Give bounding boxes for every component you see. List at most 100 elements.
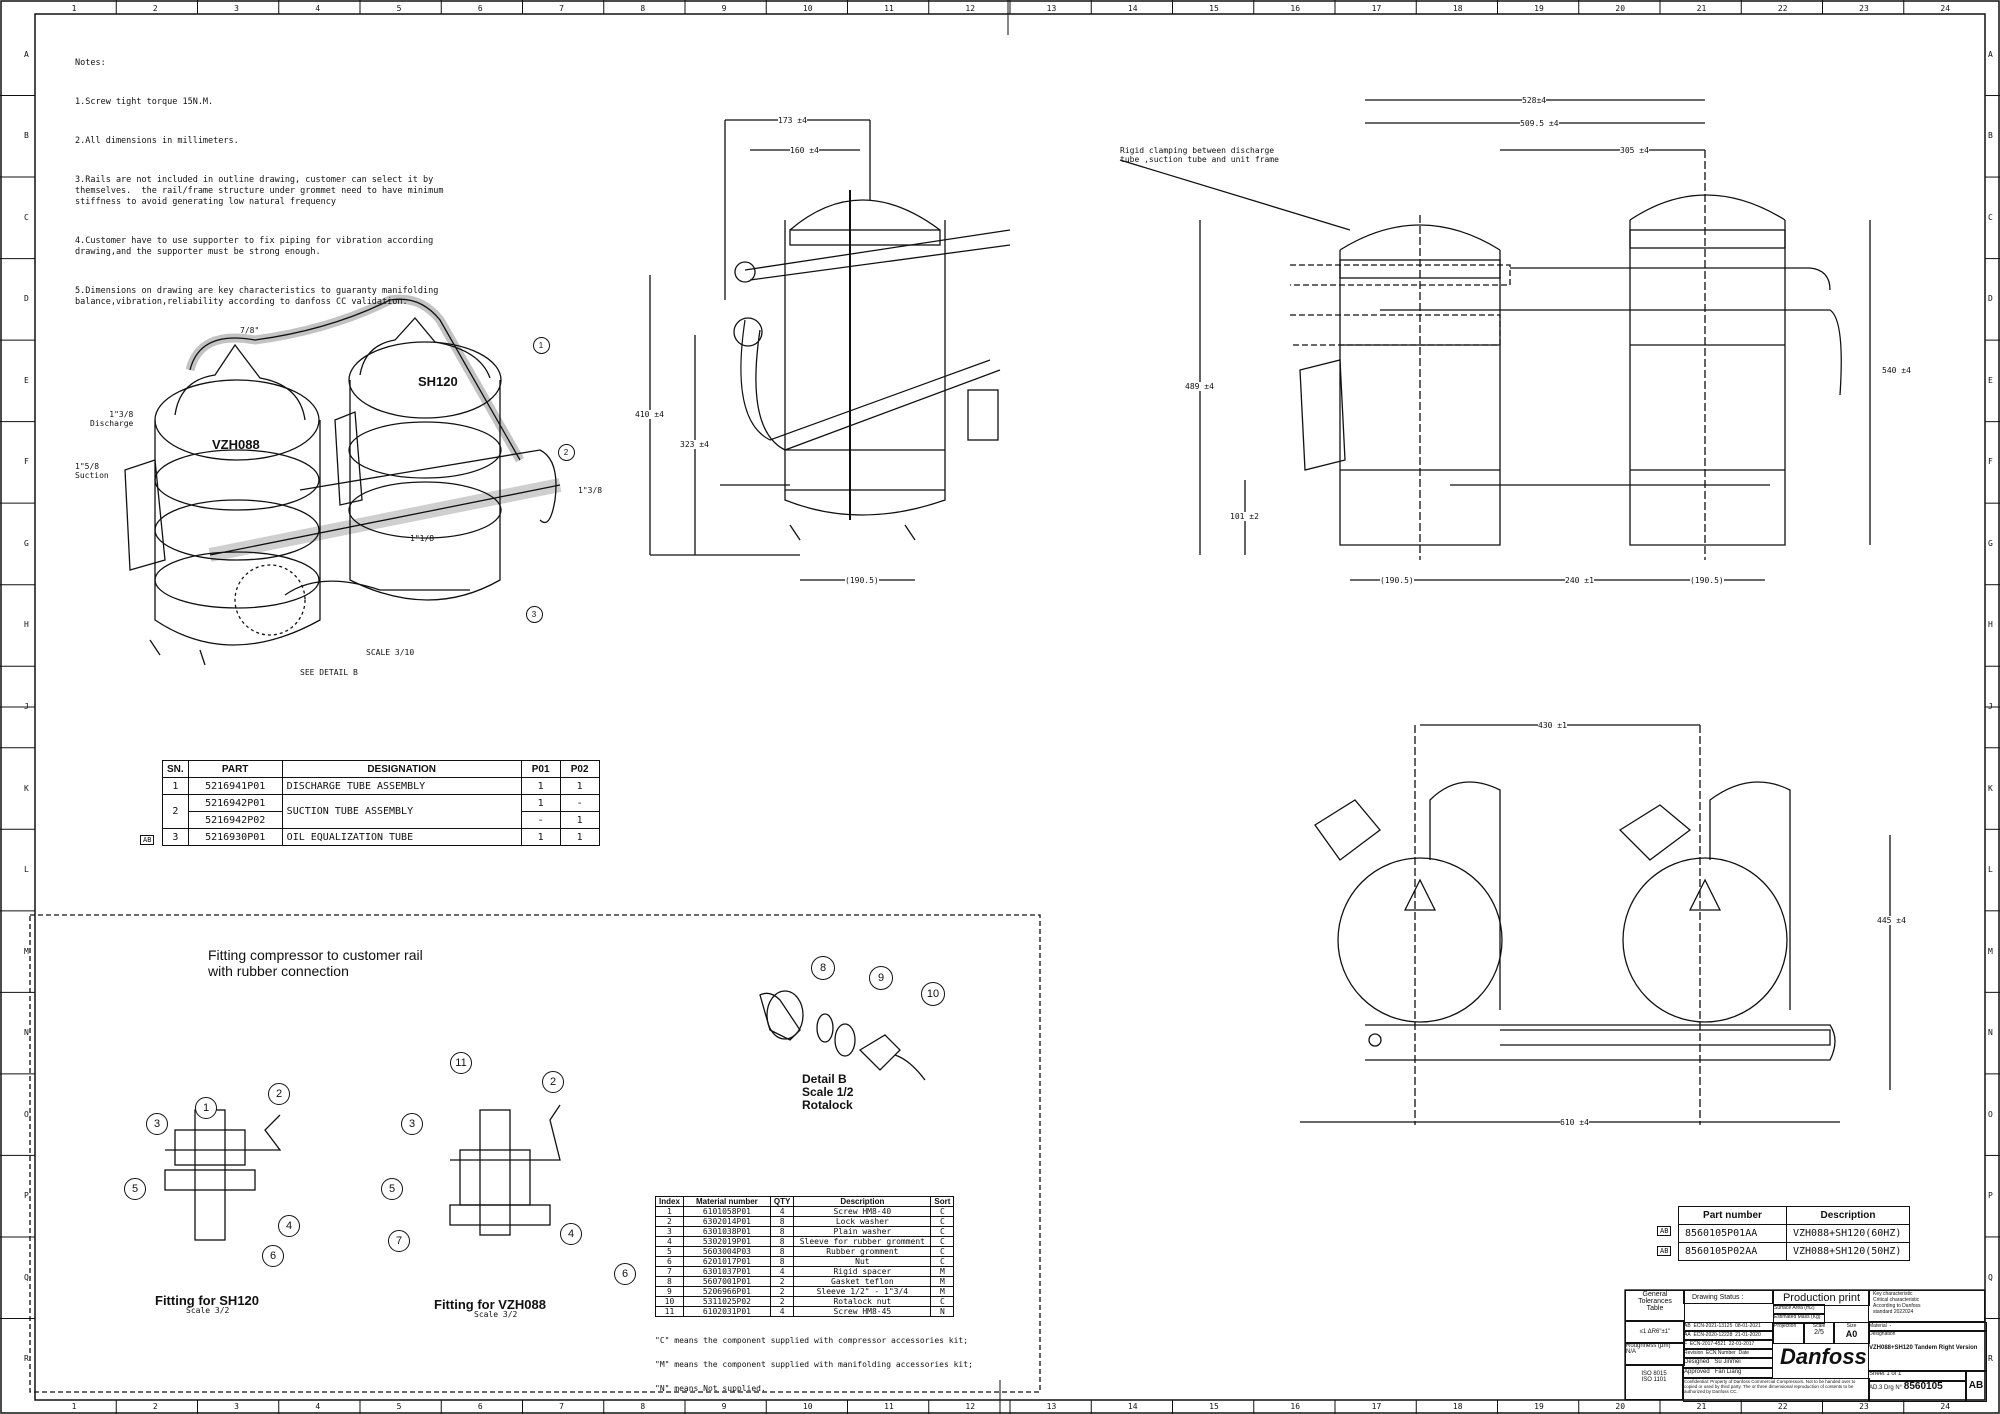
material-value: - [1889,1323,1892,1329]
mat-header-qty: QTY [769,1196,795,1207]
notes-block: Notes: 1.Screw tight torque 15N.M. 2.All… [75,36,443,325]
mat-header-sort: Sort [930,1196,955,1207]
rev-ecn: ECN-2021-13125 [1693,1323,1733,1329]
border-row-label: E [1988,375,1993,385]
border-column-label: 8 [640,1402,646,1411]
partnum-table-wrap: Part number Description 8560105P01AA VZH… [1678,1206,1910,1261]
size-value: A0 [1845,1329,1858,1339]
balloon-1: 1 [532,336,550,354]
border-row-label: A [1988,49,1993,59]
size-box: Size A0 [1833,1322,1870,1344]
index-cell: 1 [655,1206,684,1217]
top-view [1300,724,1891,1125]
designation-value: VZH088+SH120 Tandem Right Version [1869,1345,1978,1351]
fitting-vzh-scale: Scale 3/2 [474,1310,518,1319]
iso-view [124,294,562,666]
description-cell: Rotalock nut [793,1296,932,1307]
border-row-label: K [1988,783,1993,793]
note-1: 1.Screw tight torque 15N.M. [75,97,214,107]
column-ticks [115,0,1905,1414]
qty-cell: 8 [769,1216,795,1227]
pn-header-part: Part number [1678,1206,1787,1225]
border-column-label: 11 [884,4,894,13]
revision-mark-parts: AB [140,835,155,845]
border-column-label: 19 [1534,4,1544,13]
border-row-label: G [1988,538,1993,548]
balloon-11: 11 [450,1052,472,1074]
border-column-label: 5 [396,4,402,13]
sort-cell: N [930,1306,955,1317]
dim-610: 610 ±4 [1560,1118,1589,1127]
approved-label: Approved [1684,1369,1710,1375]
drawing-number-box: AD.3 Drg N° 8560105 [1868,1380,1967,1402]
balloon-5: 5 [124,1178,146,1200]
material-number-cell: 6302014P01 [682,1216,771,1227]
border-column-label: 9 [721,4,727,13]
sort-cell: C [930,1246,955,1257]
border-column-label: 9 [721,1402,727,1411]
pn-header-desc: Description [1786,1206,1910,1225]
part-cell: 5216930P01 [187,828,283,846]
mat-header-number: Material number [682,1196,771,1207]
doc-ref: AD.3 [1869,1385,1883,1391]
border-column-label: 6 [477,1402,483,1411]
index-cell: 3 [655,1226,684,1237]
sn-cell: 3 [162,828,189,846]
border-column-label: 17 [1371,4,1382,13]
balloon-9: 9 [869,966,893,990]
border-column-label: 10 [802,1402,813,1411]
description-cell: Screw HM8-45 [793,1306,932,1317]
balloon-4: 4 [278,1215,300,1237]
border-column-label: 13 [1046,4,1057,13]
revision-row: F ECN-2017-4521 22-01-2017 [1683,1340,1773,1349]
border-column-label: 19 [1534,1402,1544,1411]
border-column-label: 22 [1777,4,1788,13]
border-row-label: O [24,1109,29,1119]
border-column-label: 2 [152,4,158,13]
dim-410: 410 ±4 [635,410,664,419]
border-column-label: 23 [1859,4,1869,13]
border-column-label: 15 [1209,1402,1219,1411]
pn-cell: 8560105P02AA [1678,1242,1787,1261]
material-number-cell: 5603004P03 [682,1246,771,1257]
border-column-label: 16 [1290,4,1301,13]
border-row-label: G [24,538,29,548]
dim-305: 305 ±4 [1620,146,1649,155]
description-cell: Lock washer [793,1216,932,1227]
dim-430: 430 ±1 [1538,721,1567,730]
border-column-label: 18 [1452,4,1463,13]
description-cell: Gasket teflon [793,1276,932,1287]
table-row: 2 5216942P01 SUCTION TUBE ASSEMBLY 1 - [162,794,600,829]
date-label: Date [1738,1350,1750,1356]
qty-cell: 8 [769,1246,795,1257]
sort-cell: C [930,1296,955,1307]
border-column-label: 14 [1127,4,1138,13]
pn-desc-cell: VZH088+SH120(60HZ) [1786,1224,1910,1243]
description-cell: Rigid spacer [793,1266,932,1277]
note-5: 5.Dimensions on drawing are key characte… [75,286,439,307]
material-number-cell: 5206966P01 [682,1286,771,1297]
index-cell: 9 [655,1286,684,1297]
dim-445: 445 ±4 [1877,916,1906,925]
scale-box: Scale 2/5 [1803,1322,1835,1344]
sheet-label: Sheet 1 of 1 [1868,1370,1967,1382]
border-row-label: Q [1988,1272,1993,1282]
dim-489: 489 ±4 [1185,382,1214,391]
iso-note: ISO 8015 ISO 1101 [1625,1364,1683,1400]
approved-row: Approved Fan Liang [1683,1368,1773,1378]
border-column-label: 1 [71,4,77,13]
rev-ecn: ECN-2017-4521 [1689,1341,1726,1347]
index-cell: 7 [655,1266,684,1277]
drawing-number: 8560105 [1903,1381,1943,1392]
index-cell: 4 [655,1236,684,1247]
material-label: Material [1869,1323,1887,1329]
drawing-no-label: Drg N° [1884,1385,1903,1391]
parts-header-part: PART [187,760,283,778]
balloon-3: 3 [146,1113,168,1135]
border-row-label: F [1988,457,1993,467]
border-column-label: 24 [1940,1402,1951,1411]
table-row: 8560105P02AA VZH088+SH120(50HZ) [1678,1242,1910,1261]
